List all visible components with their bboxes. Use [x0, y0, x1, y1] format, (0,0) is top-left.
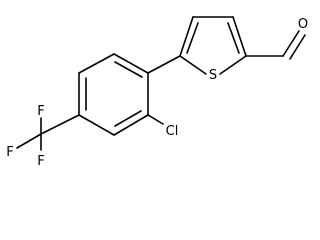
fluorine-atom-label-bottom: F: [37, 154, 44, 169]
bond: [179, 55, 207, 75]
bond: [78, 53, 115, 74]
bond: [78, 114, 115, 136]
double-bond-inner: [114, 110, 142, 127]
aldehyde-co-bond: [282, 30, 300, 57]
bond: [113, 114, 149, 136]
bond: [113, 53, 149, 74]
bond: [232, 16, 247, 57]
double-bond-inner: [186, 22, 199, 54]
aryl-cf3-bond: [40, 114, 80, 135]
sulfur-atom-label: S: [209, 68, 217, 83]
fluorine-atom-label-top: F: [37, 104, 44, 119]
c-f-bond-left: [16, 133, 42, 149]
double-bond-inner: [227, 22, 240, 54]
benzene-ring: [78, 53, 149, 136]
chlorine-atom-label: Cl: [166, 124, 179, 139]
chemical-structure-diagram: S O Cl F F F: [6, 16, 308, 169]
oxygen-atom-label: O: [298, 17, 308, 32]
aldehyde-co-double: [289, 34, 306, 60]
bond: [219, 55, 247, 75]
fluorine-atom-label-left: F: [6, 145, 13, 160]
double-bond-inner: [114, 61, 143, 78]
bond: [179, 16, 194, 57]
thiophene-ring: [179, 16, 247, 75]
c-cl-bond: [147, 114, 164, 125]
aryl-thiophene-bond: [147, 55, 181, 74]
